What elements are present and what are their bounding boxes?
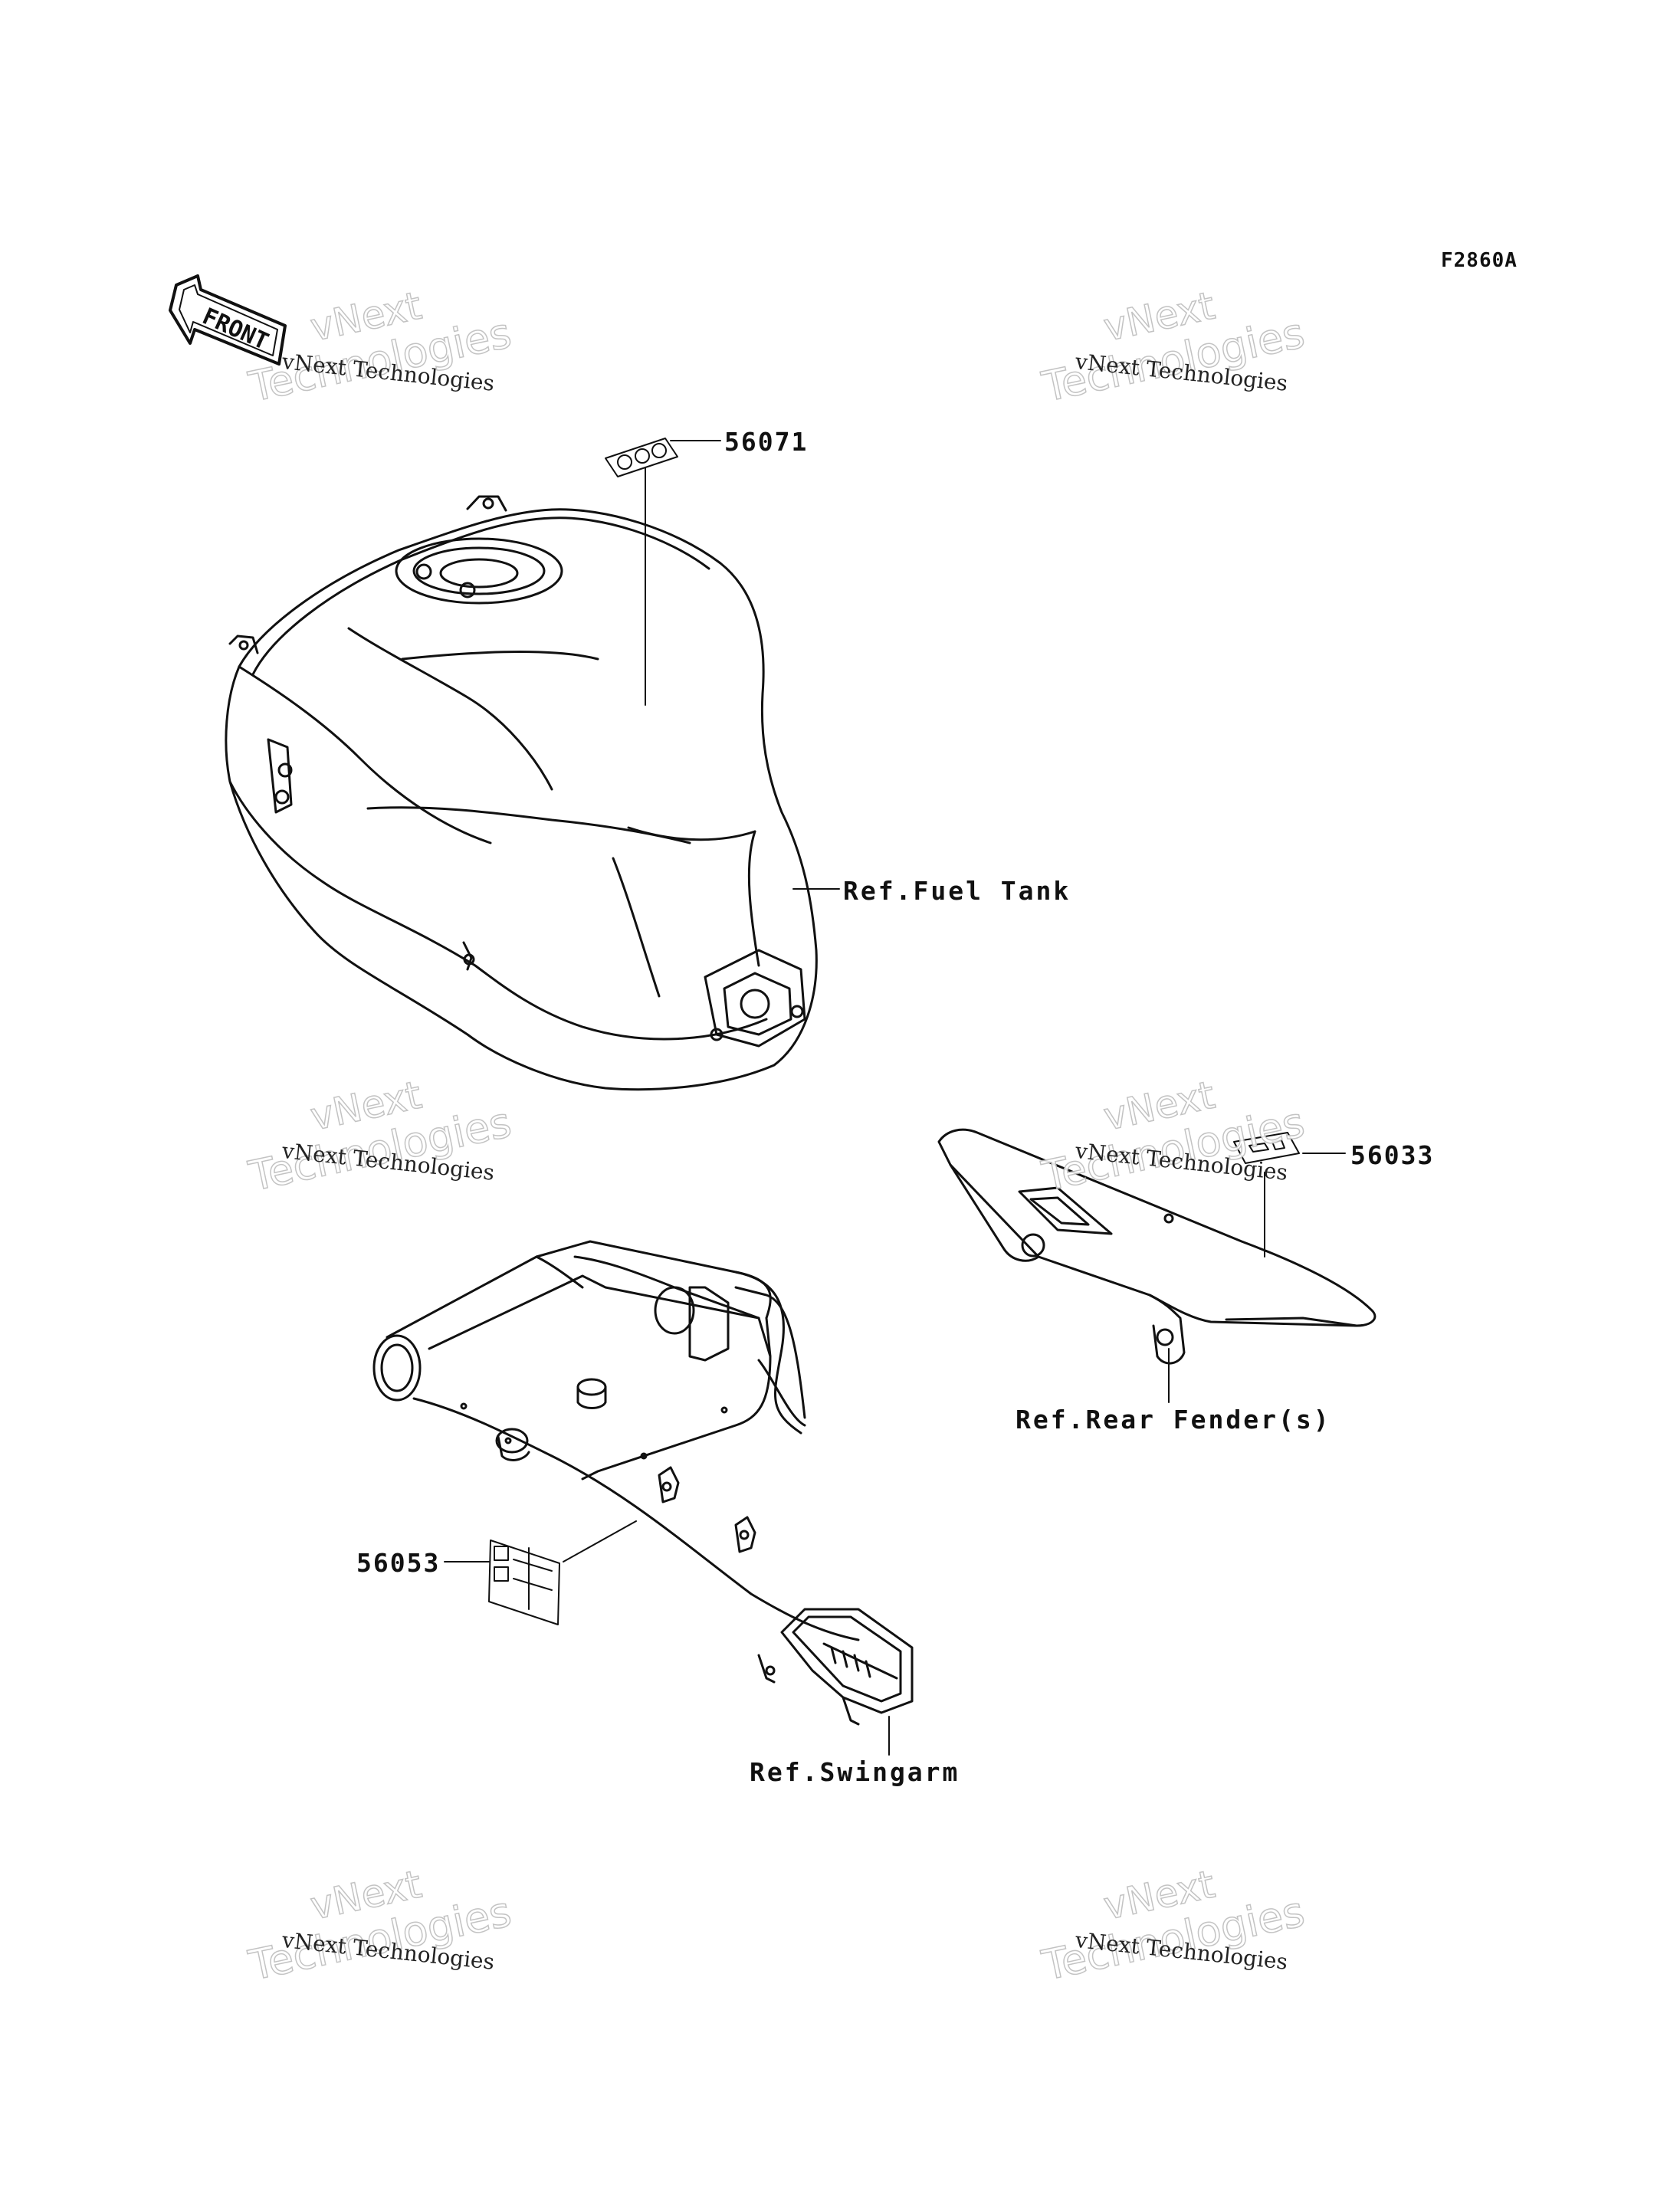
- figure-id: F2860A: [1441, 249, 1518, 272]
- fuel-tank-drawing: [225, 438, 840, 1091]
- front-arrow-icon: FRONT: [169, 274, 287, 366]
- swingarm-drawing: [372, 1240, 914, 1756]
- ref-fuel-tank-label: Ref.Fuel Tank: [843, 876, 1071, 906]
- ref-swingarm-label: Ref.Swingarm: [750, 1757, 960, 1787]
- ref-rear-fender-label: Ref.Rear Fender(s): [1016, 1405, 1331, 1435]
- part-number-56053: 56053: [356, 1548, 441, 1578]
- label-56053-icon: [488, 1540, 560, 1625]
- label-56033-icon: [1233, 1132, 1300, 1164]
- part-number-56071: 56071: [724, 427, 809, 457]
- label-56071-icon: [605, 438, 678, 477]
- part-number-56033: 56033: [1350, 1140, 1435, 1170]
- rear-fender-drawing: [937, 1128, 1376, 1403]
